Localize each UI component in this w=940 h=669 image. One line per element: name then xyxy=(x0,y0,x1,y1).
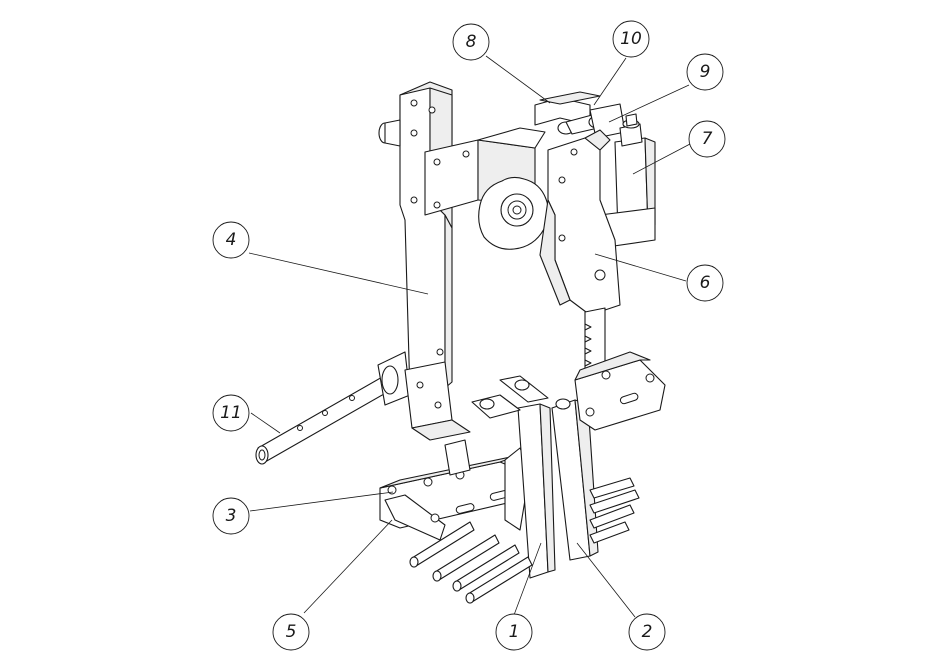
leader-11 xyxy=(250,412,281,434)
callout-1-label: 1 xyxy=(509,622,520,642)
leader-9 xyxy=(608,84,690,123)
right-upper-bracket xyxy=(534,91,626,139)
callout-4: 4 xyxy=(212,221,250,259)
right-carriage xyxy=(574,351,666,431)
callout-4-label: 4 xyxy=(226,230,237,250)
callout-11: 11 xyxy=(212,394,250,432)
leader-lines xyxy=(248,55,691,618)
mechanism-artwork xyxy=(255,81,666,604)
callout-3-label: 3 xyxy=(226,506,237,526)
callout-10: 10 xyxy=(612,20,650,58)
callout-8-label: 8 xyxy=(466,32,477,52)
callout-5-label: 5 xyxy=(286,622,297,642)
callout-7: 7 xyxy=(688,120,726,158)
leader-5 xyxy=(303,519,393,614)
pins-right xyxy=(589,477,640,544)
callout-6-label: 6 xyxy=(700,273,711,293)
lower-left-block xyxy=(404,361,471,441)
leader-2 xyxy=(576,542,636,618)
shaft xyxy=(255,351,411,465)
callout-10-label: 10 xyxy=(620,29,642,49)
leader-7 xyxy=(632,143,691,175)
callout-9: 9 xyxy=(686,53,724,91)
callout-2: 2 xyxy=(628,613,666,651)
left-carriage xyxy=(379,439,531,541)
callout-9-label: 9 xyxy=(700,62,711,82)
callouts: 1 2 3 4 5 6 7 8 xyxy=(212,20,726,651)
leader-4 xyxy=(248,252,429,295)
leader-1 xyxy=(513,542,542,616)
right-lever-plate xyxy=(539,129,621,316)
callout-3: 3 xyxy=(212,497,250,535)
knob xyxy=(478,176,550,250)
callout-8: 8 xyxy=(452,23,490,61)
callout-6: 6 xyxy=(686,264,724,302)
callout-11-label: 11 xyxy=(220,403,242,423)
callout-7-label: 7 xyxy=(702,129,713,149)
callout-1: 1 xyxy=(495,613,533,651)
leader-8 xyxy=(485,55,551,104)
leader-10 xyxy=(593,57,627,106)
pins-left xyxy=(409,521,533,604)
leader-3 xyxy=(249,491,394,512)
callout-2-label: 2 xyxy=(642,622,653,642)
guide-rails xyxy=(471,375,599,579)
leader-6 xyxy=(594,253,687,282)
callout-5: 5 xyxy=(272,613,310,651)
left-arm xyxy=(378,81,453,396)
